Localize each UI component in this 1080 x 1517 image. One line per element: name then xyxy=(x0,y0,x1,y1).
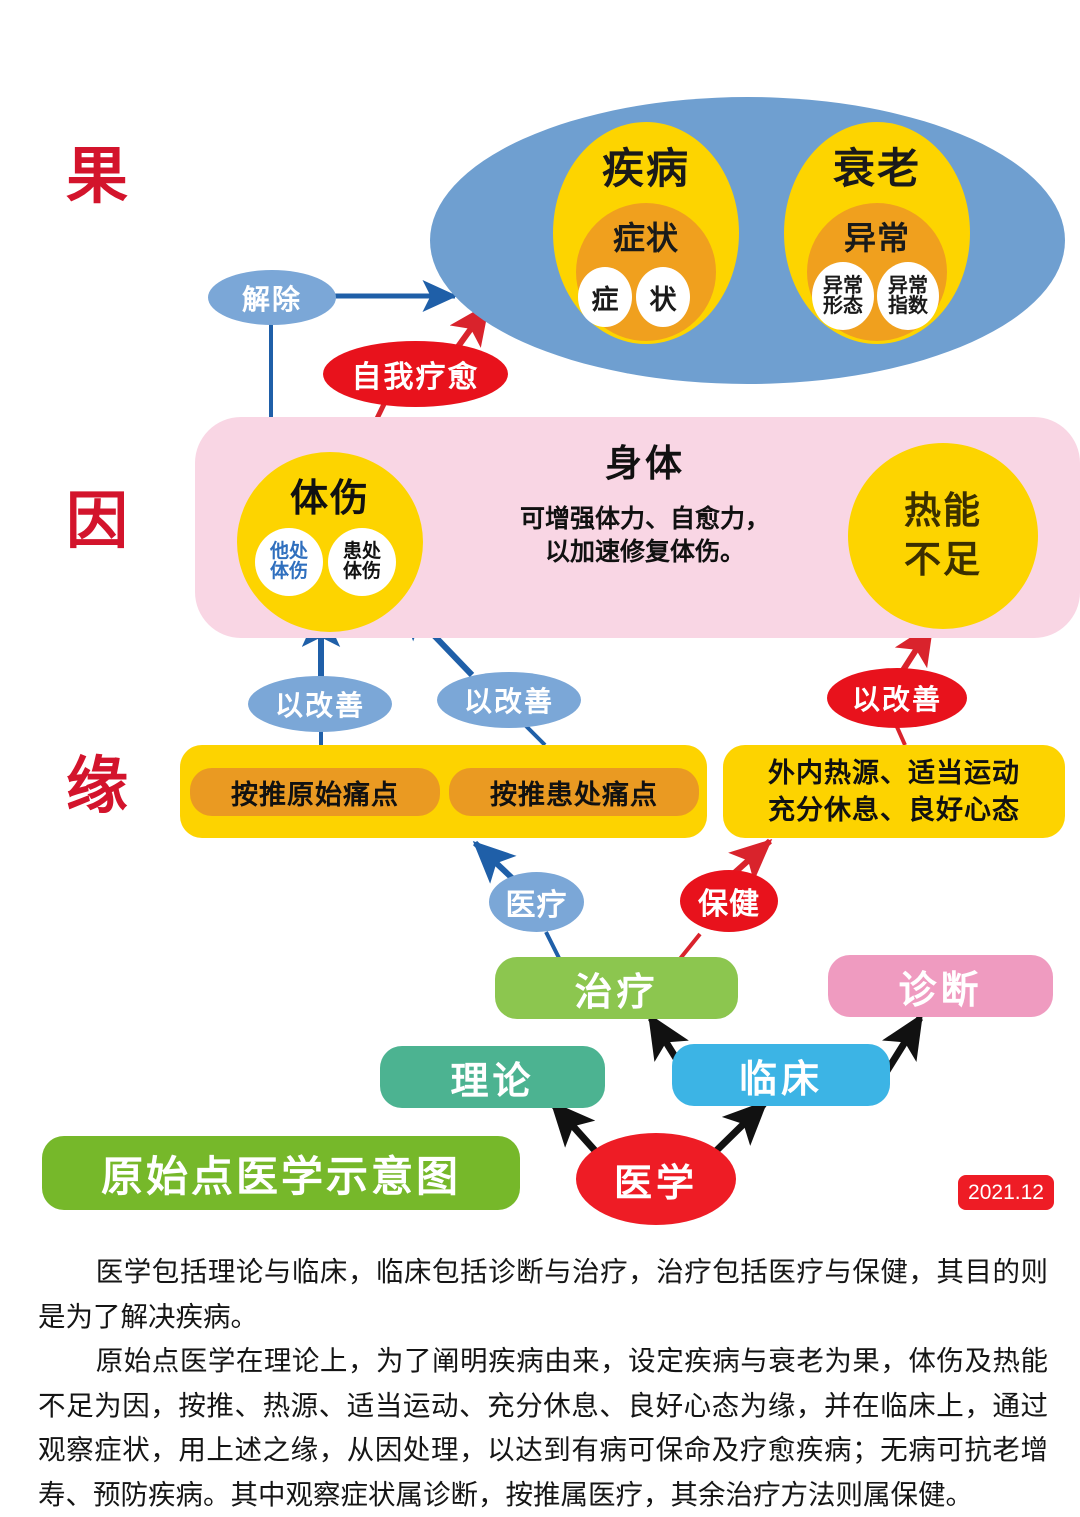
symptom-bubble-2-label: 状 xyxy=(649,284,677,315)
arrow-medicine-to-theory xyxy=(550,1100,601,1157)
injury-bubble-affected-line2: 体伤 xyxy=(342,561,381,582)
arrow-medicine-to-clinical xyxy=(712,1100,769,1155)
heat-deficiency-circle[interactable] xyxy=(848,443,1038,629)
abnormality-bubble-1-line1: 异常 xyxy=(823,274,863,297)
clinical-box[interactable]: 临床 xyxy=(672,1044,890,1106)
manipulation-item-2[interactable]: 按推患处痛点 xyxy=(449,768,699,816)
treatment-box[interactable]: 治疗 xyxy=(495,957,738,1019)
heat-source-line1: 外内热源、适当运动 xyxy=(768,757,1020,788)
manipulation-item-2-label: 按推患处痛点 xyxy=(490,779,658,810)
improve-pill-3-label: 以改善 xyxy=(851,684,942,715)
paragraph-1: 医学包括理论与临床，临床包括诊断与治疗，治疗包括医疗与保健，其目的则是为了解决疾… xyxy=(38,1256,1048,1333)
body-subtitle-line2: 以加速修复体伤。 xyxy=(544,538,745,566)
abnormality-bubble-1[interactable]: 异常 形态 xyxy=(812,262,874,330)
medical-pill[interactable]: 医疗 xyxy=(489,872,584,932)
diagnosis-box[interactable]: 诊断 xyxy=(828,955,1053,1017)
medicine-label: 医学 xyxy=(613,1162,698,1205)
abnormality-bubble-1-line2: 形态 xyxy=(823,295,863,317)
paragraph-2: 原始点医学在理论上，为了阐明疾病由来，设定疾病与衰老为果，体伤及热能不足为因，按… xyxy=(38,1345,1048,1511)
manipulation-item-1-label: 按推原始痛点 xyxy=(231,779,399,810)
diagram-title: 原始点医学示意图 xyxy=(100,1152,461,1200)
clinical-label: 临床 xyxy=(738,1058,823,1101)
improve-pill-3[interactable]: 以改善 xyxy=(827,668,967,728)
injury-bubble-other-line2: 体伤 xyxy=(269,561,308,582)
body-subtitle: 可增强体力、自愈力， 以加速修复体伤。 xyxy=(400,498,890,574)
date-badge: 2021.12 xyxy=(958,1175,1054,1210)
aging-label: 衰老 xyxy=(832,144,921,192)
line-healthcare-lower xyxy=(677,932,702,962)
stage-label-condition: 缘 xyxy=(66,749,129,822)
symptom-bubble-1[interactable]: 症 xyxy=(578,267,632,327)
injury-bubble-affected[interactable]: 患处 体伤 xyxy=(328,528,396,596)
body-title: 身体 xyxy=(605,443,685,484)
heat-deficiency-line1: 热能 xyxy=(904,490,982,532)
healthcare-pill-label: 保健 xyxy=(698,888,760,921)
stage-label-result: 果 xyxy=(66,139,129,212)
diagnosis-label: 诊断 xyxy=(898,969,983,1012)
stage-label-cause: 因 xyxy=(66,484,129,557)
heat-deficiency-line2: 不足 xyxy=(904,539,982,580)
manipulation-item-1[interactable]: 按推原始痛点 xyxy=(190,768,440,816)
improve-pill-1-label: 以改善 xyxy=(274,690,365,721)
improve-pill-1[interactable]: 以改善 xyxy=(248,676,392,732)
diagram-title-box: 原始点医学示意图 xyxy=(42,1136,520,1210)
medicine-circle[interactable]: 医学 xyxy=(576,1133,736,1225)
injury-label: 体伤 xyxy=(289,477,370,520)
improve-pill-2[interactable]: 以改善 xyxy=(437,672,581,728)
arrow-medical-upper xyxy=(472,840,517,884)
disease-label: 疾病 xyxy=(601,144,690,192)
heat-deficiency-label: 热能 不足 xyxy=(848,462,1038,610)
line-medical-lower xyxy=(544,931,562,961)
heat-source-line2: 充分休息、良好心态 xyxy=(768,794,1020,825)
injury-bubble-other-line1: 他处 xyxy=(269,541,308,563)
relieve-pill-label: 解除 xyxy=(241,283,302,315)
theory-label: 理论 xyxy=(450,1060,535,1103)
abnormality-bubble-2-line2: 指数 xyxy=(888,295,928,317)
relieve-pill[interactable]: 解除 xyxy=(208,270,336,325)
injury-bubble-other[interactable]: 他处 体伤 xyxy=(255,528,323,596)
abnormality-label: 异常 xyxy=(843,220,910,256)
theory-box[interactable]: 理论 xyxy=(380,1046,605,1108)
self-heal-pill-label: 自我疗愈 xyxy=(351,361,480,394)
treatment-label: 治疗 xyxy=(574,971,659,1014)
symptom-bubble-1-label: 症 xyxy=(591,284,619,315)
symptom-bubble-2[interactable]: 状 xyxy=(636,267,690,327)
abnormality-bubble-2-line1: 异常 xyxy=(888,274,928,297)
date-badge-label: 2021.12 xyxy=(968,1180,1044,1204)
symptom-label: 症状 xyxy=(612,220,679,256)
medical-pill-label: 医疗 xyxy=(505,889,568,922)
body-subtitle-line1: 可增强体力、自愈力， xyxy=(519,504,770,533)
heat-source-bar[interactable]: 外内热源、适当运动 充分休息、良好心态 xyxy=(723,745,1065,838)
self-heal-pill[interactable]: 自我疗愈 xyxy=(323,341,508,407)
abnormality-bubble-2[interactable]: 异常 指数 xyxy=(877,262,939,330)
improve-pill-2-label: 以改善 xyxy=(463,686,554,717)
description-paragraphs: 医学包括理论与临床，临床包括诊断与治疗，治疗包括医疗与保健，其目的则是为了解决疾… xyxy=(38,1250,1048,1517)
injury-bubble-affected-line1: 患处 xyxy=(342,541,381,563)
healthcare-pill[interactable]: 保健 xyxy=(680,870,778,932)
